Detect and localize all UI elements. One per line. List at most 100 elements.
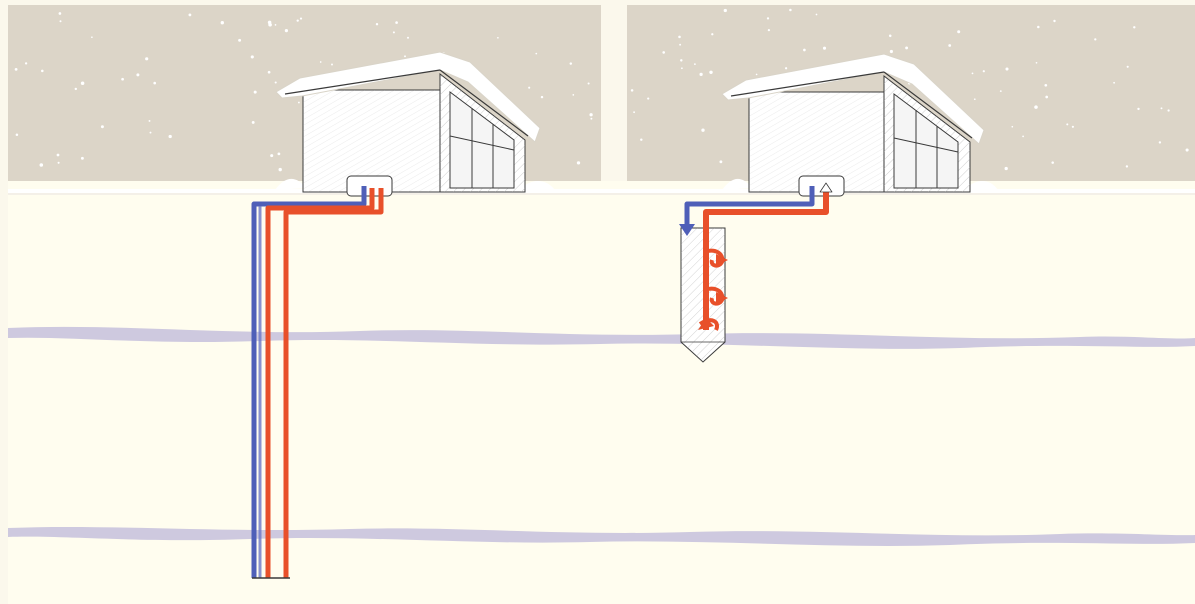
pipe-hot-left-inner [265,188,375,578]
snowflake-dot [633,111,635,114]
snowflake-dot [973,98,976,101]
pipe-hot-right [703,190,829,330]
snowflake-dot [297,101,300,104]
snowflake-dot [58,12,62,15]
snowflake-dot [375,23,379,26]
snowflake-dot [80,81,85,86]
house-right-wall-shade [749,92,884,192]
snowflake-dot [149,131,152,134]
snowflake-dot [709,70,713,75]
snowflake-dot [680,59,683,62]
house-right-roof-snow [721,53,985,145]
snowflake-dot [888,34,892,38]
snowflake-dot [15,133,19,137]
snowflake-dot [392,31,395,34]
snowflake-dot [74,87,78,91]
snowflake-dot [528,86,531,89]
arrow-down-icon [679,224,695,236]
snowflake-dot [1094,38,1097,41]
snowflake-dot [497,36,499,39]
snowflake-dot [679,43,682,46]
heat-swirl-arrow-2 [716,292,728,304]
snowflake-dot [56,153,60,157]
snowflake-dot [1022,135,1024,138]
pipe-hot-left-outer [283,188,384,578]
snowflake-dot [284,29,288,33]
right-loop-pipes [679,182,833,331]
snowflake-dot [694,63,696,65]
snowflake-dot [1167,109,1170,112]
house-right-roof-edge [730,71,885,97]
snowflake-dot [136,73,140,77]
snowflake-dot [404,55,406,58]
snowflake-dot [701,128,705,132]
snowflake-dot [590,117,593,120]
snowflake-dot [250,55,254,59]
snowflake-dot [535,52,538,55]
snowflake-dot [982,70,985,73]
snowflake-dot [640,138,643,141]
snowflake-dot [148,119,151,122]
snowflake-dot [153,81,157,85]
snowflake-dot [1045,95,1049,99]
house-left-snow-mound-right [520,181,555,190]
snowflake-dot [145,57,149,61]
left-loop-pipes [251,186,384,579]
snowflake-dot [905,46,909,50]
house-left-roof-edge [284,69,441,95]
snowflake-dot [723,8,727,13]
snowflake-dot [784,67,788,70]
snowflake-dot [395,21,398,24]
snowflake-dot [1113,81,1115,84]
snowflake-dot [662,51,665,54]
house-left-roof-snow [275,51,541,143]
snowflake-dot [681,67,683,70]
snowflake-dot [1160,107,1163,110]
house-left-roof-edge-2 [439,69,529,137]
snowflake-dot [815,13,818,16]
snowflake-dot [1158,141,1162,144]
snowflake-dot [822,46,827,50]
snowflake-dot [1034,105,1038,109]
snowflake-dot [1126,65,1129,68]
snowflake-dot [1071,125,1074,128]
snowflake-dot [587,82,590,85]
snowflake-dot [14,68,18,71]
snowflake-dot [91,36,93,38]
snowflake-dot [630,89,634,92]
snowflake-dot [1037,25,1040,29]
snowflake-dot [1011,125,1014,128]
snowflake-dot [889,49,893,54]
snowflake-dot [678,35,681,39]
snowflake-dot [253,90,257,94]
snowflake-dot [971,72,974,75]
snowflake-dot [267,70,271,74]
snowflake-dot [755,73,758,76]
snowflake-dot [274,81,277,84]
snowflake-dot [278,167,282,172]
snowflake-dot [319,61,322,63]
snowflake-dot [948,44,952,47]
pipe-cold-left [251,186,367,578]
panel-divider [601,0,627,190]
snowflake-dot [719,160,723,164]
snowflake-dot [270,154,274,158]
snowflake-dot [789,8,792,12]
snowflake-dot [274,24,277,26]
heat-swirl-arrow-3 [698,318,714,330]
snowflake-dot [711,33,714,36]
snowflake-dot [331,63,333,66]
snowflake-dot [1005,67,1009,71]
snowflake-dot [188,13,192,17]
snowflake-dot [576,161,581,165]
snowflake-dot [589,113,593,117]
snowflake-dot [1035,61,1038,64]
snowflake-dot [957,30,961,34]
snowflake-dot [1044,83,1048,87]
stratum-lower [8,526,1195,546]
house-right-snow-mound [722,178,752,190]
house-left-window [449,91,515,189]
snowflake-dot [39,163,44,167]
snowflake-dot [1137,107,1140,111]
snowflake-dot [57,161,60,164]
